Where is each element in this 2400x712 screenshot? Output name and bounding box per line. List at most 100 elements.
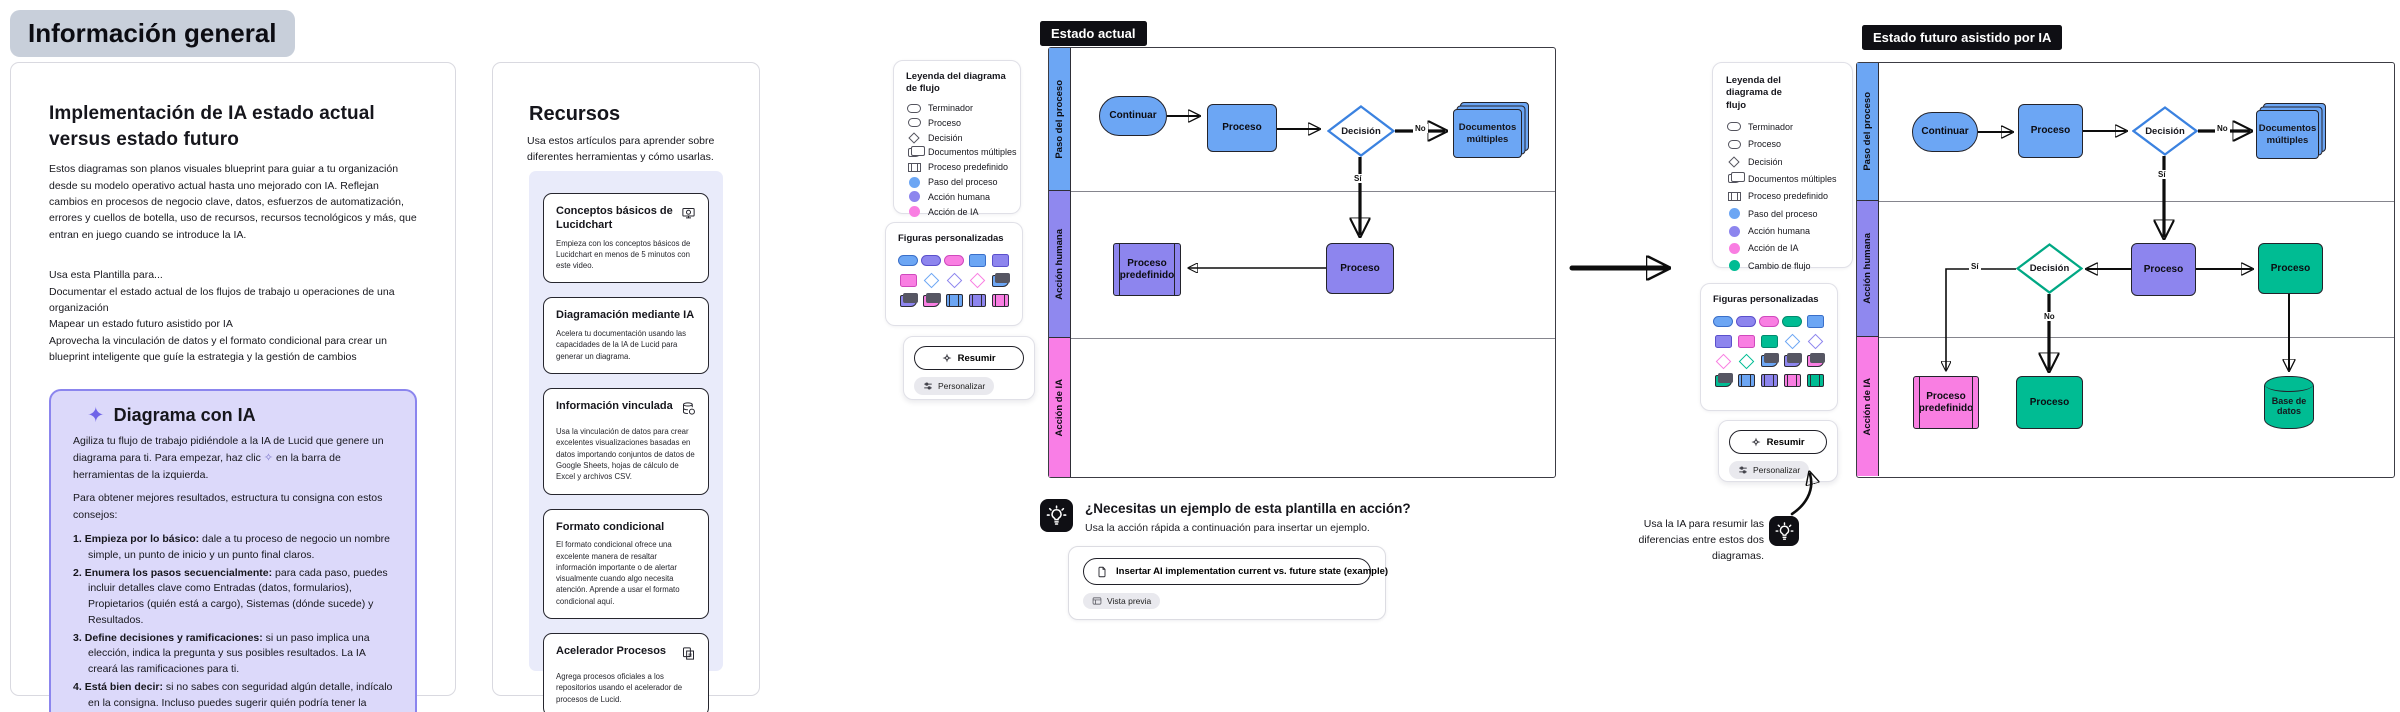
flow-node-multidoc[interactable]: Documentos múltiples [2256, 103, 2326, 159]
legend-swatch [1728, 155, 1740, 168]
palette-shape[interactable] [991, 294, 1009, 308]
palette-shape[interactable] [899, 292, 918, 307]
resource-card-linked-data[interactable]: Información vinculada Usa la vinculación… [543, 388, 709, 495]
legend-swatch [908, 132, 920, 144]
flow-node-start[interactable]: Continuar [1912, 112, 1978, 152]
palette-shape[interactable] [921, 255, 941, 267]
palette-shape[interactable] [1760, 374, 1778, 388]
palette-shape[interactable] [1737, 335, 1755, 349]
flow-node-process[interactable]: Proceso [1207, 104, 1277, 152]
palette-shape[interactable] [898, 255, 918, 267]
example-subtitle: Usa la acción rápida a continuación para… [1085, 522, 1370, 534]
process-accelerator-icon [681, 646, 696, 666]
palette-shape[interactable] [968, 254, 986, 268]
insert-example-label: Insertar AI implementation current vs. f… [1116, 566, 1389, 577]
legend-swatch [1727, 122, 1741, 132]
palette-shape[interactable] [1736, 316, 1756, 328]
palette-shape[interactable] [968, 294, 986, 308]
palette-shape[interactable] [1782, 316, 1802, 328]
palette-shape[interactable] [922, 292, 941, 307]
lane-header-process-step[interactable]: Paso del proceso [1049, 48, 1071, 191]
flow-node-predefined-process[interactable]: Proceso predefinido [1913, 376, 1979, 429]
sparkle-icon: ✧ [1751, 436, 1761, 449]
legend-item: Documentos múltiples [906, 145, 1017, 160]
use-item: Documentar el estado actual de los flujo… [49, 285, 395, 314]
palette-shape[interactable] [991, 254, 1009, 268]
lane-divider [1879, 337, 2394, 338]
flow-node-start[interactable]: Continuar [1099, 96, 1167, 136]
sliders-icon [1739, 466, 1747, 474]
custom-shapes-title: Figuras personalizadas [1713, 294, 1819, 305]
palette-shape[interactable] [1713, 316, 1733, 328]
legend-swatch [1728, 242, 1740, 254]
palette-shape[interactable] [1784, 334, 1800, 350]
palette-shape[interactable] [923, 273, 939, 289]
palette-shape[interactable] [899, 274, 917, 288]
legend-item: Decisión [1726, 153, 1846, 170]
legend-item: Cambio de flujo [1726, 257, 1846, 274]
resources-card: Recursos Usa estos artículos para aprend… [492, 62, 760, 712]
palette-shape[interactable] [1715, 353, 1731, 370]
lane-header-ai-action[interactable]: Acción de IA [1857, 337, 1879, 476]
palette-shape[interactable] [945, 294, 963, 308]
decision-label: Decisión [2029, 263, 2070, 274]
legend-swatch [907, 162, 921, 172]
lane-header-human-action[interactable]: Acción humana [1049, 191, 1071, 338]
flow-node-process[interactable]: Proceso [2258, 243, 2323, 294]
preview-button[interactable]: Vista previa [1083, 593, 1161, 609]
palette-shape[interactable] [1783, 374, 1801, 388]
palette-shape[interactable] [1737, 374, 1755, 388]
palette-shape[interactable] [969, 273, 985, 289]
legend-item: Acción de IA [906, 204, 1014, 219]
palette-shape[interactable] [946, 273, 962, 289]
flow-node-process[interactable]: Proceso [1326, 243, 1394, 294]
flow-node-process[interactable]: Proceso [2018, 104, 2083, 158]
palette-shape[interactable] [944, 255, 964, 267]
flow-node-decision[interactable]: Decisión [2132, 106, 2198, 156]
resources-title: Recursos [529, 103, 621, 125]
palette-shape[interactable] [991, 272, 1010, 287]
lane-divider [1071, 338, 1555, 339]
palette-shape[interactable] [1783, 353, 1802, 368]
ai-sparkle-icon: ✦ [87, 404, 105, 428]
palette-shape[interactable] [1806, 353, 1825, 368]
tips-list: 1.Empieza por lo básico: dale a tu proce… [73, 532, 393, 712]
customize-button[interactable]: Personalizar [914, 377, 995, 395]
palette-shape[interactable] [1714, 335, 1732, 349]
tip-item: 1.Empieza por lo básico: dale a tu proce… [73, 533, 391, 561]
multidoc-label: Documentos múltiples [2256, 110, 2319, 159]
customize-button[interactable]: Personalizar [1729, 461, 1810, 479]
summarize-button[interactable]: ✧ Resumir [914, 346, 1024, 370]
flow-node-database[interactable]: Base de datos [2264, 376, 2314, 429]
palette-shape[interactable] [1806, 374, 1824, 388]
summarize-button[interactable]: ✧ Resumir [1729, 430, 1827, 454]
lane-header-ai-action[interactable]: Acción de IA [1049, 338, 1071, 477]
flow-node-decision[interactable]: Decisión [1327, 105, 1395, 157]
flow-node-process[interactable]: Proceso [2131, 243, 2196, 296]
insert-example-button[interactable]: Insertar AI implementation current vs. f… [1083, 558, 1388, 585]
resource-card-conditional-formatting[interactable]: Formato condicional El formato condicion… [543, 508, 709, 620]
palette-shape[interactable] [1806, 315, 1824, 329]
resource-card-process-accelerator[interactable]: Acelerador Procesos Agrega procesos ofic… [543, 633, 709, 712]
legend-swatch [1727, 172, 1745, 184]
flow-node-predefined-process[interactable]: Proceso predefinido [1113, 243, 1181, 296]
flow-node-process[interactable]: Proceso [2016, 376, 2083, 429]
lane-header-human-action[interactable]: Acción humana [1857, 201, 1879, 337]
lane-header-process-step[interactable]: Paso del proceso [1857, 63, 1879, 201]
palette-shape[interactable] [1714, 372, 1733, 387]
palette-shape[interactable] [1759, 316, 1779, 328]
palette-shape[interactable] [1738, 353, 1754, 370]
palette-shape[interactable] [1760, 335, 1778, 349]
diagram-title-tag-future: Estado futuro asistido por IA [1862, 25, 2063, 50]
legend-item: Proceso [1726, 135, 1846, 152]
flow-node-multidoc[interactable]: Documentos múltiples [1453, 102, 1529, 158]
resource-card-lucidchart-basics[interactable]: Conceptos básicos de Lucidchart Empieza … [543, 193, 709, 284]
palette-shape[interactable] [1807, 334, 1823, 350]
customize-label: Personalizar [938, 381, 986, 391]
flow-node-decision[interactable]: Decisión [2016, 243, 2083, 294]
palette-shape[interactable] [1760, 353, 1779, 368]
resource-card-ai-diagramming[interactable]: Diagramación mediante IA Acelera tu docu… [543, 297, 709, 375]
decision-label: Decisión [1341, 125, 1381, 137]
resource-card-body: Empieza con los conceptos básicos de Luc… [556, 238, 691, 271]
